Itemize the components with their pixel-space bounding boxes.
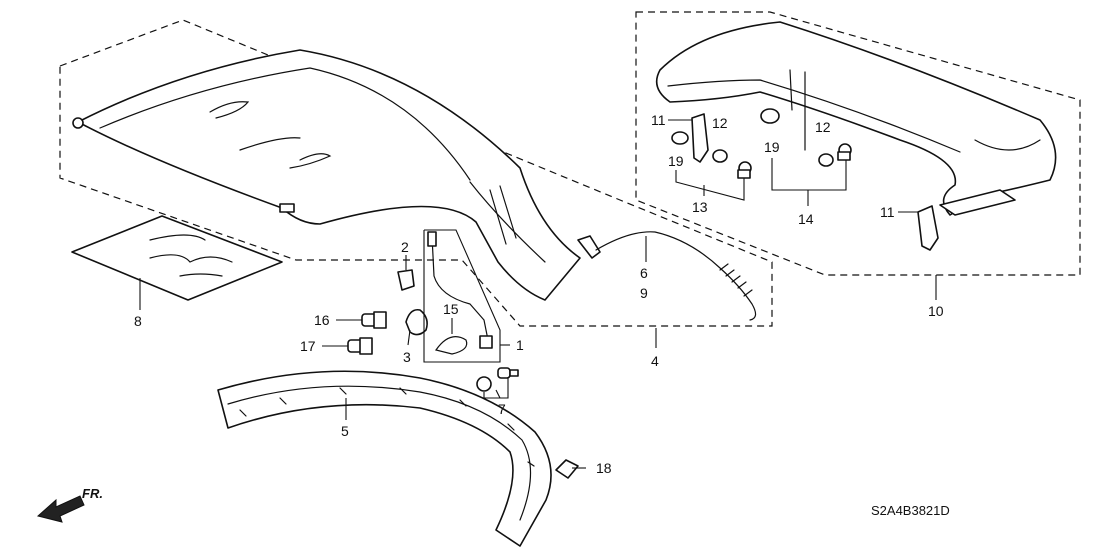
part-13-bolt (737, 161, 752, 179)
callout-4: 4 (651, 353, 659, 369)
front-arrow-icon (36, 495, 85, 523)
part-8-rear-screen (71, 215, 283, 301)
callout-2: 2 (401, 239, 409, 255)
callout-6: 6 (640, 265, 648, 281)
callout-19-left: 19 (668, 153, 684, 169)
callout-14: 14 (798, 211, 814, 227)
part-3-clamp (405, 308, 428, 336)
callout-5: 5 (341, 423, 349, 439)
callout-9: 9 (640, 285, 648, 301)
callout-17: 17 (300, 338, 316, 354)
callout-labels: 1 2 3 4 5 6 7 8 9 10 11 11 12 12 13 14 1… (134, 112, 944, 476)
callout-7: 7 (498, 401, 506, 417)
hardtop-assembly-boundary (635, 11, 1081, 276)
part-19-grommet-right (760, 108, 780, 124)
callout-15: 15 (443, 301, 459, 317)
part-19-grommet-left (671, 131, 689, 145)
callout-8: 8 (134, 313, 142, 329)
part-1-bracket-outline (423, 229, 501, 363)
callout-16: 16 (314, 312, 330, 328)
leader-lines (139, 119, 937, 469)
part-12-nut-left (712, 149, 728, 163)
callout-11-left: 11 (651, 112, 666, 128)
part-12-nut-right (818, 153, 834, 167)
part-2-clip (397, 269, 415, 291)
callout-1: 1 (516, 337, 524, 353)
part-14-bolt (837, 143, 852, 161)
part-16-fastener (361, 311, 387, 329)
callout-10: 10 (928, 303, 944, 319)
part-11-bracket-right (917, 205, 939, 251)
callout-13: 13 (692, 199, 708, 215)
hardtop-shell (655, 21, 1057, 216)
part-5-rear-frame (217, 370, 552, 547)
callout-3: 3 (403, 349, 411, 365)
front-label: FR. (82, 486, 103, 501)
callout-12-right: 12 (815, 119, 831, 135)
part-18-clip (555, 459, 579, 479)
part-7-bolts (476, 367, 519, 392)
callout-12-left: 12 (712, 115, 728, 131)
part-6-release-cable (577, 231, 757, 321)
callout-18: 18 (596, 460, 612, 476)
soft-top-canvas (72, 49, 581, 301)
part-17-fastener (347, 337, 373, 355)
part-11-bracket-left (691, 113, 709, 163)
callout-11-right: 11 (880, 204, 895, 220)
front-direction-indicator: FR. (36, 486, 103, 523)
part-15-harness (427, 231, 493, 355)
callout-19-right: 19 (764, 139, 780, 155)
diagram-code: S2A4B3821D (871, 503, 950, 518)
